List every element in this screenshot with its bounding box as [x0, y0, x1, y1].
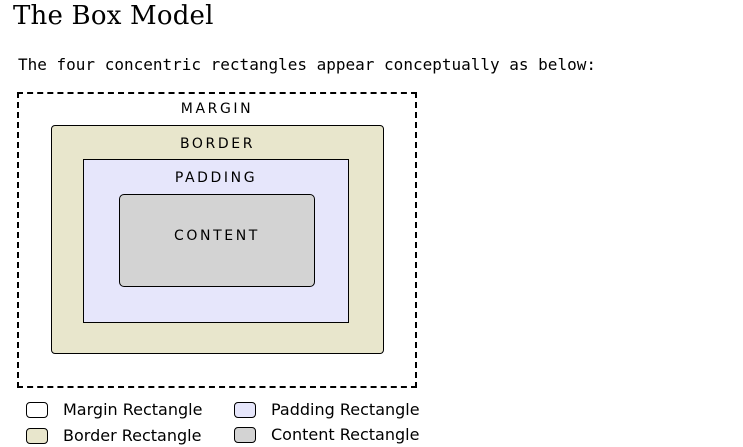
content-rectangle	[119, 194, 315, 287]
border-swatch	[26, 428, 48, 444]
legend-label-margin: Margin Rectangle	[63, 400, 203, 419]
box-model-diagram: MARGIN BORDER PADDING CONTENT	[17, 92, 417, 388]
margin-swatch	[26, 402, 48, 418]
legend: Margin Rectangle Padding Rectangle Borde…	[26, 399, 446, 445]
padding-label: PADDING	[174, 170, 258, 186]
legend-label-padding: Padding Rectangle	[271, 400, 420, 419]
intro-text: The four concentric rectangles appear co…	[18, 55, 596, 74]
border-label: BORDER	[179, 136, 256, 152]
padding-swatch	[234, 402, 256, 418]
margin-label: MARGIN	[180, 101, 254, 117]
page-title: The Box Model	[13, 1, 214, 31]
legend-label-content: Content Rectangle	[271, 425, 420, 444]
content-label: CONTENT	[174, 228, 260, 244]
legend-label-border: Border Rectangle	[63, 426, 202, 445]
content-swatch	[234, 427, 256, 443]
